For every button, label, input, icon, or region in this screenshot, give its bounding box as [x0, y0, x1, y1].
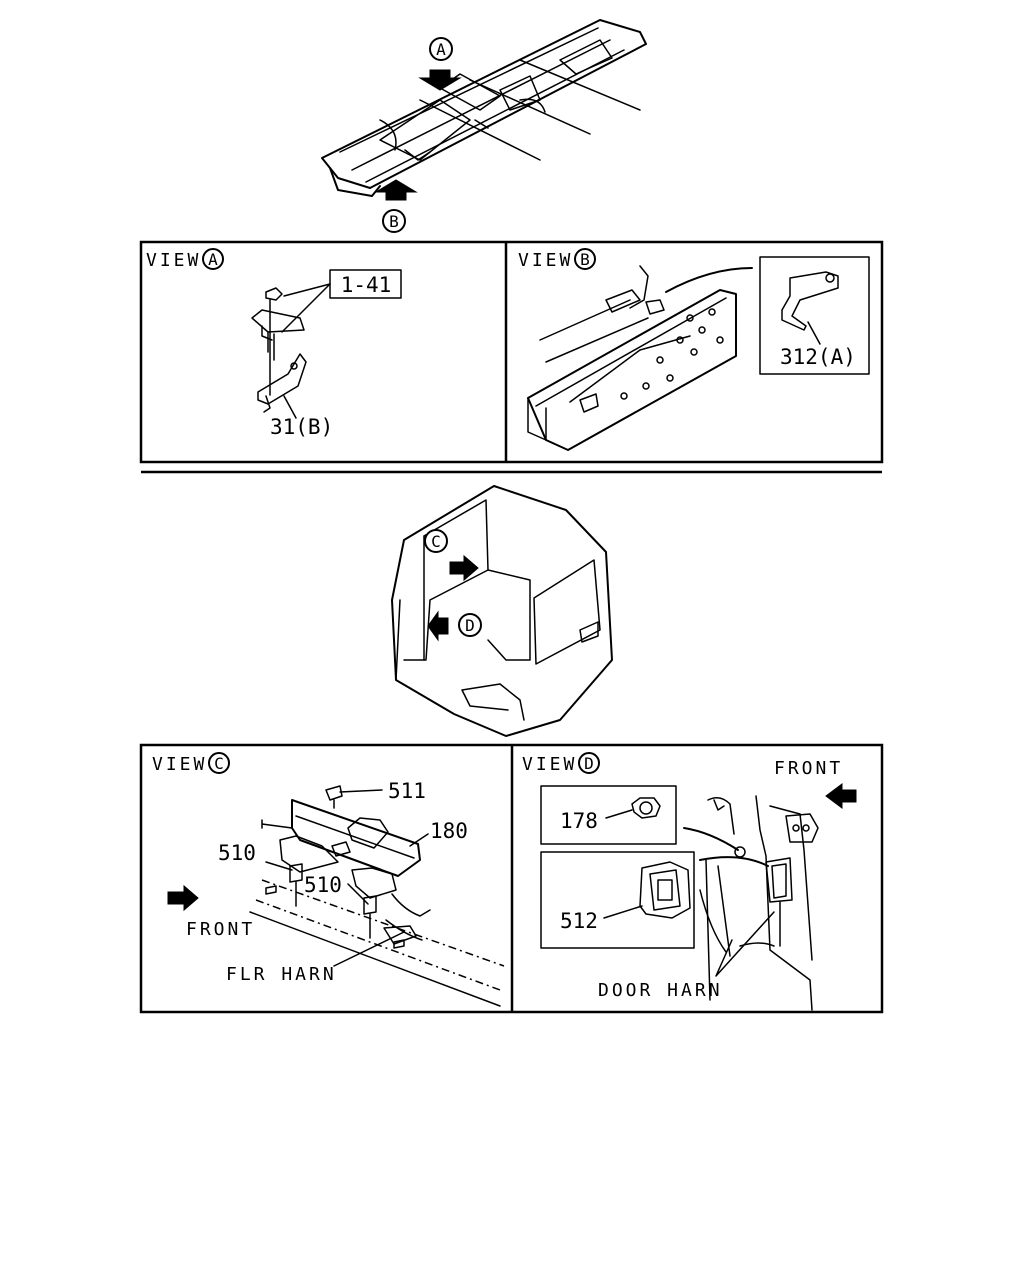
- grommet-178-illustration: [631, 797, 661, 819]
- view-b-frame-rail-illustration: [527, 265, 753, 451]
- arrow-d-left-icon: [427, 610, 449, 642]
- callout-a-circle: [429, 37, 453, 61]
- door-pillar-illustration: [683, 795, 819, 1011]
- arrow-c-right-icon: [449, 554, 479, 582]
- part-510-right-label: 510: [304, 873, 342, 897]
- part-512-label: 512: [560, 909, 598, 933]
- grommet-512-illustration: [639, 861, 691, 919]
- part-510-left-label: 510: [218, 841, 256, 865]
- leader-door-harn: [715, 911, 775, 977]
- part-312a-label: 312(A): [780, 345, 856, 369]
- callout-d-circle: [458, 613, 482, 637]
- leader-1-41: [281, 283, 331, 333]
- part-31b-label: 31(B): [270, 415, 333, 439]
- front-arrow-c-icon: [167, 884, 199, 912]
- view-a-circle-label: A: [208, 250, 218, 269]
- view-a-bracket-illustration: [251, 287, 307, 413]
- arrow-a-down-icon: [418, 69, 462, 91]
- view-c-circle-label: C: [214, 754, 224, 773]
- front-c-label: FRONT: [186, 919, 255, 940]
- view-d-title: VIEW: [522, 754, 577, 775]
- leader-512: [603, 905, 643, 919]
- door-harn-label: DOOR HARN: [598, 980, 723, 1001]
- leader-178: [605, 809, 633, 819]
- leader-180: [409, 833, 429, 847]
- ref-1-41-label: 1-41: [341, 273, 392, 297]
- leader-31b: [283, 395, 297, 419]
- flr-harn-label: FLR HARN: [226, 964, 337, 985]
- leader-510-right: [347, 883, 369, 905]
- callout-d-label: D: [465, 616, 475, 635]
- leader-312a: [807, 321, 821, 345]
- inset-512-frame: [540, 851, 695, 949]
- view-ab-frame: [139, 240, 884, 464]
- callout-b-circle: [382, 209, 406, 233]
- front-arrow-d-icon: [825, 783, 857, 809]
- view-a-title: VIEW: [146, 250, 201, 271]
- view-b-circle-label: B: [580, 250, 590, 269]
- arrow-b-up-icon: [374, 179, 418, 201]
- inset-178-frame: [540, 785, 677, 845]
- leader-510-left: [265, 861, 293, 871]
- leader-511: [339, 789, 383, 793]
- callout-c-label: C: [431, 532, 441, 551]
- bracket-312a-illustration: [781, 271, 839, 331]
- view-b-title: VIEW: [518, 250, 573, 271]
- part-178-label: 178: [560, 809, 598, 833]
- part-180-label: 180: [430, 819, 468, 843]
- leader-flr-harn: [333, 931, 405, 967]
- view-d-circle-label: D: [584, 754, 594, 773]
- chassis-frame-illustration: [321, 19, 647, 197]
- view-b-inset-frame: [759, 256, 870, 375]
- part-511-label: 511: [388, 779, 426, 803]
- cab-illustration: [391, 485, 613, 737]
- callout-a-label: A: [436, 40, 446, 59]
- callout-c-circle: [424, 529, 448, 553]
- front-d-label: FRONT: [774, 758, 843, 779]
- callout-b-label: B: [389, 212, 399, 231]
- view-c-title: VIEW: [152, 754, 207, 775]
